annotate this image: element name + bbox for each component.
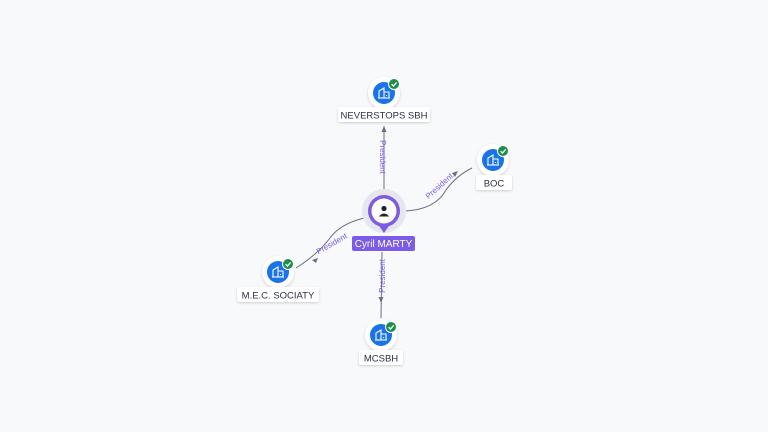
building-icon — [375, 329, 387, 341]
check-icon — [282, 258, 294, 270]
building-icon — [272, 266, 284, 278]
company-name-mcsbh: MCSBH — [364, 354, 398, 365]
edge-label-boc: President — [424, 171, 456, 201]
company-name-boc: BOC — [484, 179, 505, 190]
person-name: Cyril MARTY — [355, 239, 413, 250]
check-icon — [388, 78, 400, 90]
person-node[interactable]: Cyril MARTY — [352, 189, 415, 251]
company-node-neverstops[interactable]: NEVERSTOPS SBH — [338, 77, 430, 122]
edge-label-mcsbh: President — [378, 258, 387, 293]
company-node-boc[interactable]: BOC — [476, 144, 512, 190]
company-name-neverstops: NEVERSTOPS SBH — [341, 111, 428, 122]
building-icon — [378, 87, 390, 99]
check-icon — [497, 145, 509, 157]
check-icon — [385, 321, 397, 333]
edge-neverstops: President — [378, 126, 387, 190]
edge-label-neverstops: President — [378, 140, 387, 175]
person-icon — [378, 205, 390, 217]
company-node-mcsbh[interactable]: MCSBH — [359, 319, 403, 365]
company-node-mec[interactable]: M.E.C. SOCIATY — [237, 256, 319, 302]
edge-mcsbh: President — [378, 251, 387, 319]
edge-boc: President — [403, 167, 473, 212]
building-icon — [487, 154, 499, 166]
company-name-mec: M.E.C. SOCIATY — [242, 291, 315, 302]
